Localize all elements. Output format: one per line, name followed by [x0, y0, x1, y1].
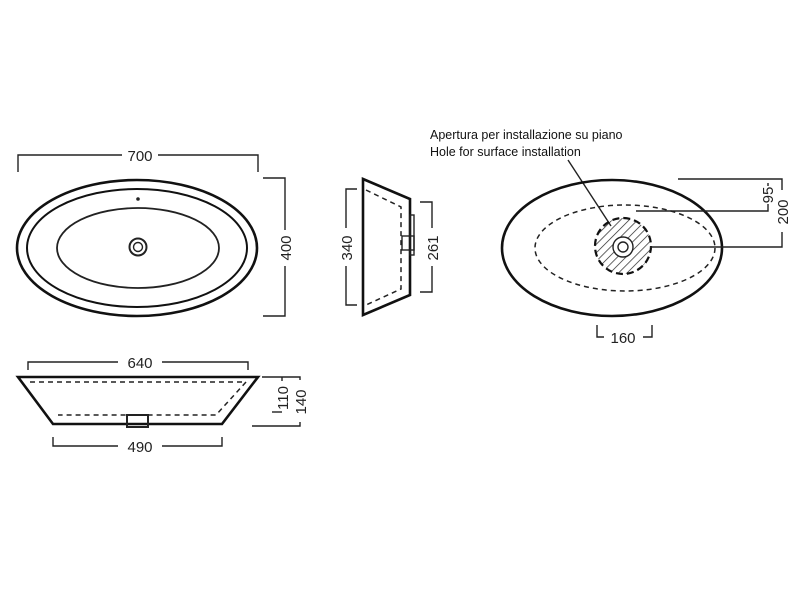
note-italian: Apertura per installazione su piano	[430, 128, 623, 142]
dimension-line-bottom-width-left	[52, 437, 118, 447]
dimension-inner-height: 261	[425, 235, 442, 260]
dimension-line-hole-offset-bottom	[636, 204, 769, 212]
dimension-depth: 400	[278, 235, 295, 260]
drain-outer	[128, 237, 148, 257]
dimension-line-height-bottom	[252, 422, 301, 427]
dimension-hole-diameter: 160	[610, 330, 635, 347]
note-leader-line	[567, 159, 612, 227]
basin-outer-rim	[15, 178, 259, 318]
dimension-line-depth-top	[263, 177, 286, 230]
top-view: 700 400	[15, 148, 295, 318]
dimension-line-reference-top	[678, 178, 783, 190]
dimension-bottom-width: 490	[127, 439, 152, 456]
dimension-height: 140	[293, 389, 310, 414]
installation-view: Apertura per installazione su piano Hole…	[430, 128, 792, 347]
side-inner-profile	[365, 189, 402, 306]
install-outer-outline	[500, 178, 724, 318]
dimension-line-hole-diameter-right	[643, 325, 653, 338]
dimension-line-bottom-width-right	[162, 437, 223, 447]
dimension-center-offset: 200	[775, 199, 792, 224]
side-drain-fitting	[401, 235, 415, 251]
side-view: 340 261	[339, 177, 442, 317]
overflow-hole	[136, 197, 140, 201]
side-tap-fitting	[409, 214, 415, 256]
dimension-line-center-offset	[650, 232, 783, 248]
dimension-line-top-width-right	[162, 361, 249, 370]
dimension-width: 700	[127, 148, 152, 165]
dimension-line-width	[17, 154, 122, 172]
dimension-line-outer-height-top	[345, 188, 357, 228]
install-bowl-outline	[534, 204, 716, 292]
dimension-outer-height: 340	[339, 235, 356, 260]
note-english: Hole for surface installation	[430, 145, 581, 159]
basin-inner-rim	[26, 188, 248, 308]
basin-bowl	[56, 207, 220, 289]
install-drain-outer	[612, 236, 634, 258]
dimension-line-outer-height-bottom	[345, 266, 357, 306]
dimension-line-depth-bottom	[263, 266, 286, 317]
front-inner-profile	[30, 381, 248, 416]
side-profile	[361, 177, 412, 317]
dimension-line-height-top	[262, 376, 301, 380]
dimension-line-width-right	[158, 154, 259, 172]
drain-inner	[132, 241, 144, 253]
dimension-line-inner-height-top	[420, 201, 433, 228]
front-view: 640 490 110 140	[15, 355, 310, 456]
dimension-inner-depth: 110	[275, 386, 292, 410]
install-drain-inner	[617, 241, 629, 253]
dimension-hole-offset: 95	[760, 187, 777, 204]
dimension-line-top-width-left	[27, 361, 118, 370]
dimension-line-inner-height-bottom	[420, 266, 433, 293]
front-profile	[15, 375, 261, 426]
dimension-top-width: 640	[127, 355, 152, 372]
dimension-line-hole-diameter-left	[596, 325, 604, 338]
front-drain-fitting	[126, 414, 149, 428]
